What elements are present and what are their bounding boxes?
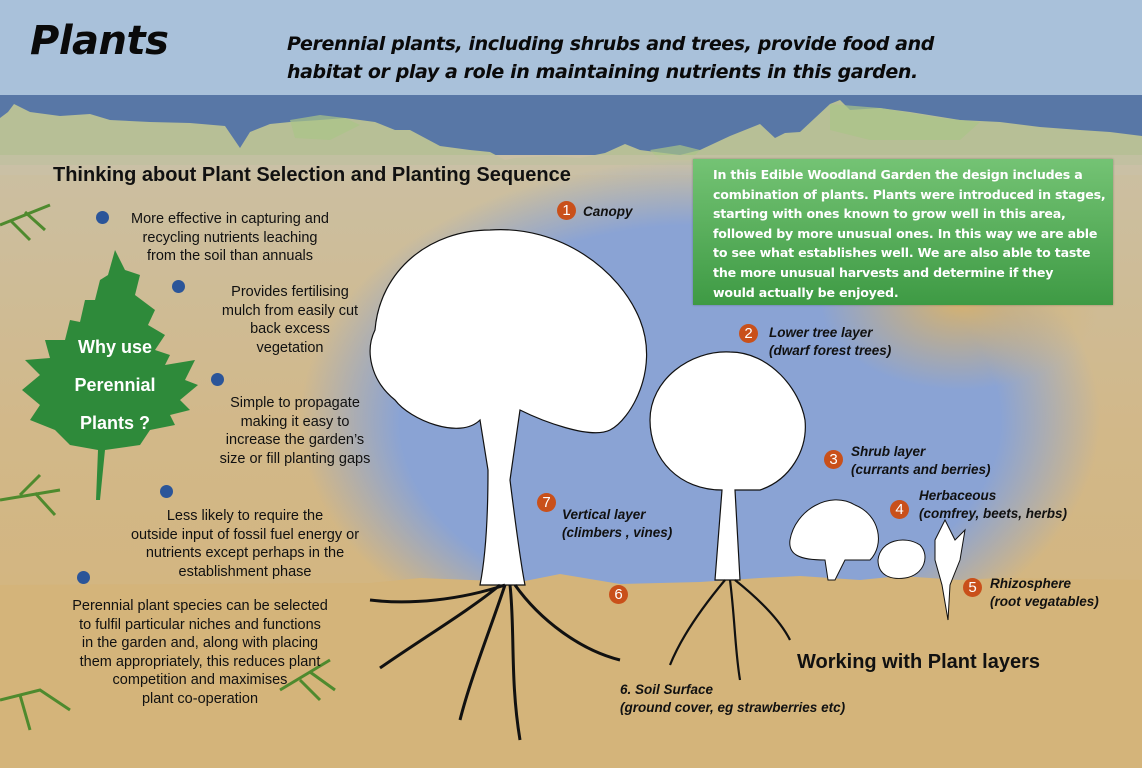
bullet-dot xyxy=(211,373,224,386)
shrub xyxy=(789,499,879,581)
layer-badge-5: 5 xyxy=(963,578,982,597)
bullet-item: More effective in capturing and recyclin… xyxy=(130,211,329,264)
hills-green xyxy=(290,104,980,160)
layer-label-herbaceous: Herbaceous (comfrey, beets, herbs) xyxy=(919,488,1068,521)
layer-label-lower-tree: Lower tree layer (dwarf forest trees) xyxy=(769,325,892,358)
layer-label-shrub: Shrub layer (currants and berries) xyxy=(851,444,991,477)
selection-heading: Thinking about Plant Selection and Plant… xyxy=(53,164,571,186)
leaf-shape xyxy=(22,250,198,500)
herbaceous-plant xyxy=(877,539,926,579)
layer-badge-6: 6 xyxy=(609,585,628,604)
layer-label-vertical: Vertical layer (climbers , vines) xyxy=(562,507,673,540)
canopy-tree xyxy=(369,229,648,741)
page-title: Plants xyxy=(30,18,169,64)
layer-badge-1: 1 xyxy=(557,201,576,220)
root-vegetable xyxy=(934,518,966,621)
bullet-item: Perennial plant species can be selected … xyxy=(72,598,328,707)
bullet-dot xyxy=(172,280,185,293)
layer-label-rhizosphere: Rhizosphere (root vegatables) xyxy=(990,576,1099,609)
layer-badge-2: 2 xyxy=(739,324,758,343)
bullet-dot xyxy=(160,485,173,498)
soil xyxy=(0,574,1142,768)
lower-tree xyxy=(649,351,806,681)
bullet-item: Simple to propagate making it easy to in… xyxy=(219,395,371,467)
page-subtitle: Perennial plants, including shrubs and t… xyxy=(287,33,934,83)
bullet-item: Less likely to require the outside input… xyxy=(130,508,360,580)
bullet-dot xyxy=(96,211,109,224)
leaf-label: Why use Perennial Plants ? xyxy=(74,337,156,433)
sky xyxy=(0,0,1142,96)
info-box xyxy=(693,159,1113,305)
bullet-dot xyxy=(77,571,90,584)
sprig-decoration xyxy=(0,203,336,731)
bullet-item: Provides fertilising mulch from easily c… xyxy=(221,284,359,356)
layer-label-soil-surface: 6. Soil Surface (ground cover, eg strawb… xyxy=(620,682,846,715)
layer-badge-4: 4 xyxy=(890,500,909,519)
layer-badge-7: 7 xyxy=(537,493,556,512)
layer-badge-3: 3 xyxy=(824,450,843,469)
plant-layers-heading: Working with Plant layers xyxy=(797,651,1041,673)
layer-label-canopy: Canopy xyxy=(583,204,633,219)
info-box-text: In this Edible Woodland Garden the desig… xyxy=(713,167,1106,300)
